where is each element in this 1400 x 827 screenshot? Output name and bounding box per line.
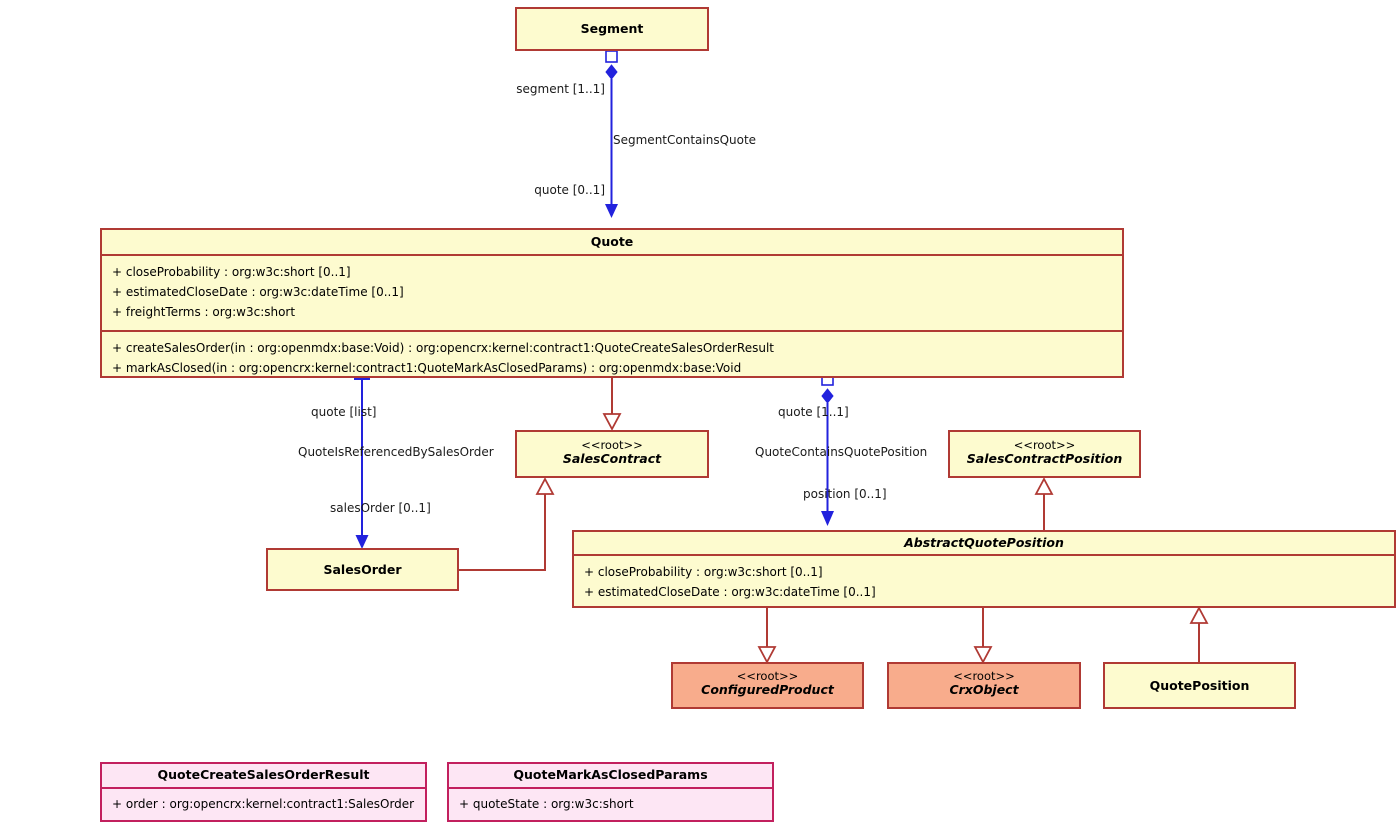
class-quote-create-sales-order-result-separator (102, 787, 425, 790)
class-sales-contract-stereotype: <<root>> (581, 438, 643, 452)
class-quote-mark-as-closed-params-title: QuoteMarkAsClosedParams (513, 767, 708, 782)
edge-label-segment-contains-quote-name: SegmentContainsQuote (613, 133, 757, 147)
class-quote-create-sales-order-result-title: QuoteCreateSalesOrderResult (157, 767, 370, 782)
class-quote-title: Quote (590, 234, 634, 249)
edge-label-quote-1-1-role: quote [1..1] (778, 405, 849, 419)
attribute: + closeProbability : org:w3c:short [0..1… (112, 265, 351, 280)
class-quote-position-title: QuotePosition (1149, 678, 1250, 693)
attribute: + order : org:opencrx:kernel:contract1:S… (112, 797, 415, 812)
edge-label-segment-role: segment [1..1] (516, 82, 605, 96)
edge-abstract-quote-position-generalizes-sales-contract-position (1034, 477, 1054, 530)
class-quote-separator-operations (102, 330, 1122, 333)
class-sales-contract-position-title: <<root>> SalesContractPosition (950, 432, 1139, 472)
operation: + markAsClosed(in : org:opencrx:kernel:c… (112, 361, 742, 376)
edge-label-quote-contains-quote-position-name: QuoteContainsQuotePosition (755, 445, 928, 459)
edge-quote-is-referenced-by-sales-order (354, 374, 370, 549)
class-crx-object[interactable]: <<root>> CrxObject (887, 662, 1081, 709)
attribute: + estimatedCloseDate : org:w3c:dateTime … (584, 585, 876, 600)
class-quote-mark-as-closed-params-separator (449, 787, 772, 790)
edge-quote-position-generalizes-abstract-quote-position (1189, 606, 1209, 662)
edge-label-quote-list-role: quote [list] (311, 405, 377, 419)
class-segment[interactable]: Segment (515, 7, 709, 51)
edge-abstract-quote-position-generalizes-configured-product (757, 608, 777, 664)
class-crx-object-name: CrxObject (949, 681, 1019, 697)
class-quote-operations: + createSalesOrder(in : org:openmdx:base… (102, 332, 1122, 386)
attribute: + estimatedCloseDate : org:w3c:dateTime … (112, 285, 404, 300)
class-sales-contract-position-name: SalesContractPosition (966, 450, 1123, 466)
attribute: + freightTerms : org:w3c:short (112, 305, 296, 320)
class-quote-mark-as-closed-params[interactable]: QuoteMarkAsClosedParams + quoteState : o… (447, 762, 774, 822)
class-sales-order-title: SalesOrder (323, 562, 402, 577)
class-abstract-quote-position-attributes: + closeProbability : org:w3c:short [0..1… (574, 556, 1394, 610)
class-configured-product-name: ConfiguredProduct (701, 681, 834, 697)
class-quote-separator-attributes (102, 254, 1122, 257)
class-abstract-quote-position-title: AbstractQuotePosition (904, 535, 1064, 550)
edge-label-position-role: position [0..1] (803, 487, 887, 501)
class-quote-create-sales-order-result[interactable]: QuoteCreateSalesOrderResult + order : or… (100, 762, 427, 822)
class-abstract-quote-position[interactable]: AbstractQuotePosition + closeProbability… (572, 530, 1396, 608)
edge-label-quote-role: quote [0..1] (534, 183, 605, 197)
class-crx-object-stereotype: <<root>> (953, 669, 1015, 683)
class-configured-product-title: <<root>> ConfiguredProduct (673, 664, 862, 703)
class-quote-attributes: + closeProbability : org:w3c:short [0..1… (102, 256, 1122, 330)
class-quote[interactable]: Quote + closeProbability : org:w3c:short… (100, 228, 1124, 378)
class-abstract-quote-position-separator (574, 554, 1394, 557)
class-sales-contract[interactable]: <<root>> SalesContract (515, 430, 709, 478)
attribute: + closeProbability : org:w3c:short [0..1… (584, 565, 823, 580)
edge-sales-order-generalizes-sales-contract (459, 477, 555, 571)
class-sales-contract-position-stereotype: <<root>> (1013, 438, 1076, 452)
class-quote-mark-as-closed-params-attributes: + quoteState : org:w3c:short (449, 789, 772, 819)
class-segment-title: Segment (580, 21, 644, 36)
edge-abstract-quote-position-generalizes-crx-object (973, 608, 993, 664)
class-quote-create-sales-order-result-attributes: + order : org:opencrx:kernel:contract1:S… (102, 789, 425, 819)
class-crx-object-title: <<root>> CrxObject (889, 664, 1079, 703)
class-sales-contract-title: <<root>> SalesContract (517, 432, 707, 472)
class-sales-order[interactable]: SalesOrder (266, 548, 459, 591)
class-quote-position[interactable]: QuotePosition (1103, 662, 1296, 709)
class-configured-product-stereotype: <<root>> (736, 669, 799, 683)
edge-label-sales-order-role: salesOrder [0..1] (330, 501, 431, 515)
class-configured-product[interactable]: <<root>> ConfiguredProduct (671, 662, 864, 709)
operation: + createSalesOrder(in : org:openmdx:base… (112, 341, 774, 356)
attribute: + quoteState : org:w3c:short (459, 797, 634, 812)
edge-label-quote-is-referenced-by-sales-order-name: QuoteIsReferencedBySalesOrder (298, 445, 494, 459)
class-sales-contract-name: SalesContract (562, 450, 662, 466)
class-sales-contract-position[interactable]: <<root>> SalesContractPosition (948, 430, 1141, 478)
